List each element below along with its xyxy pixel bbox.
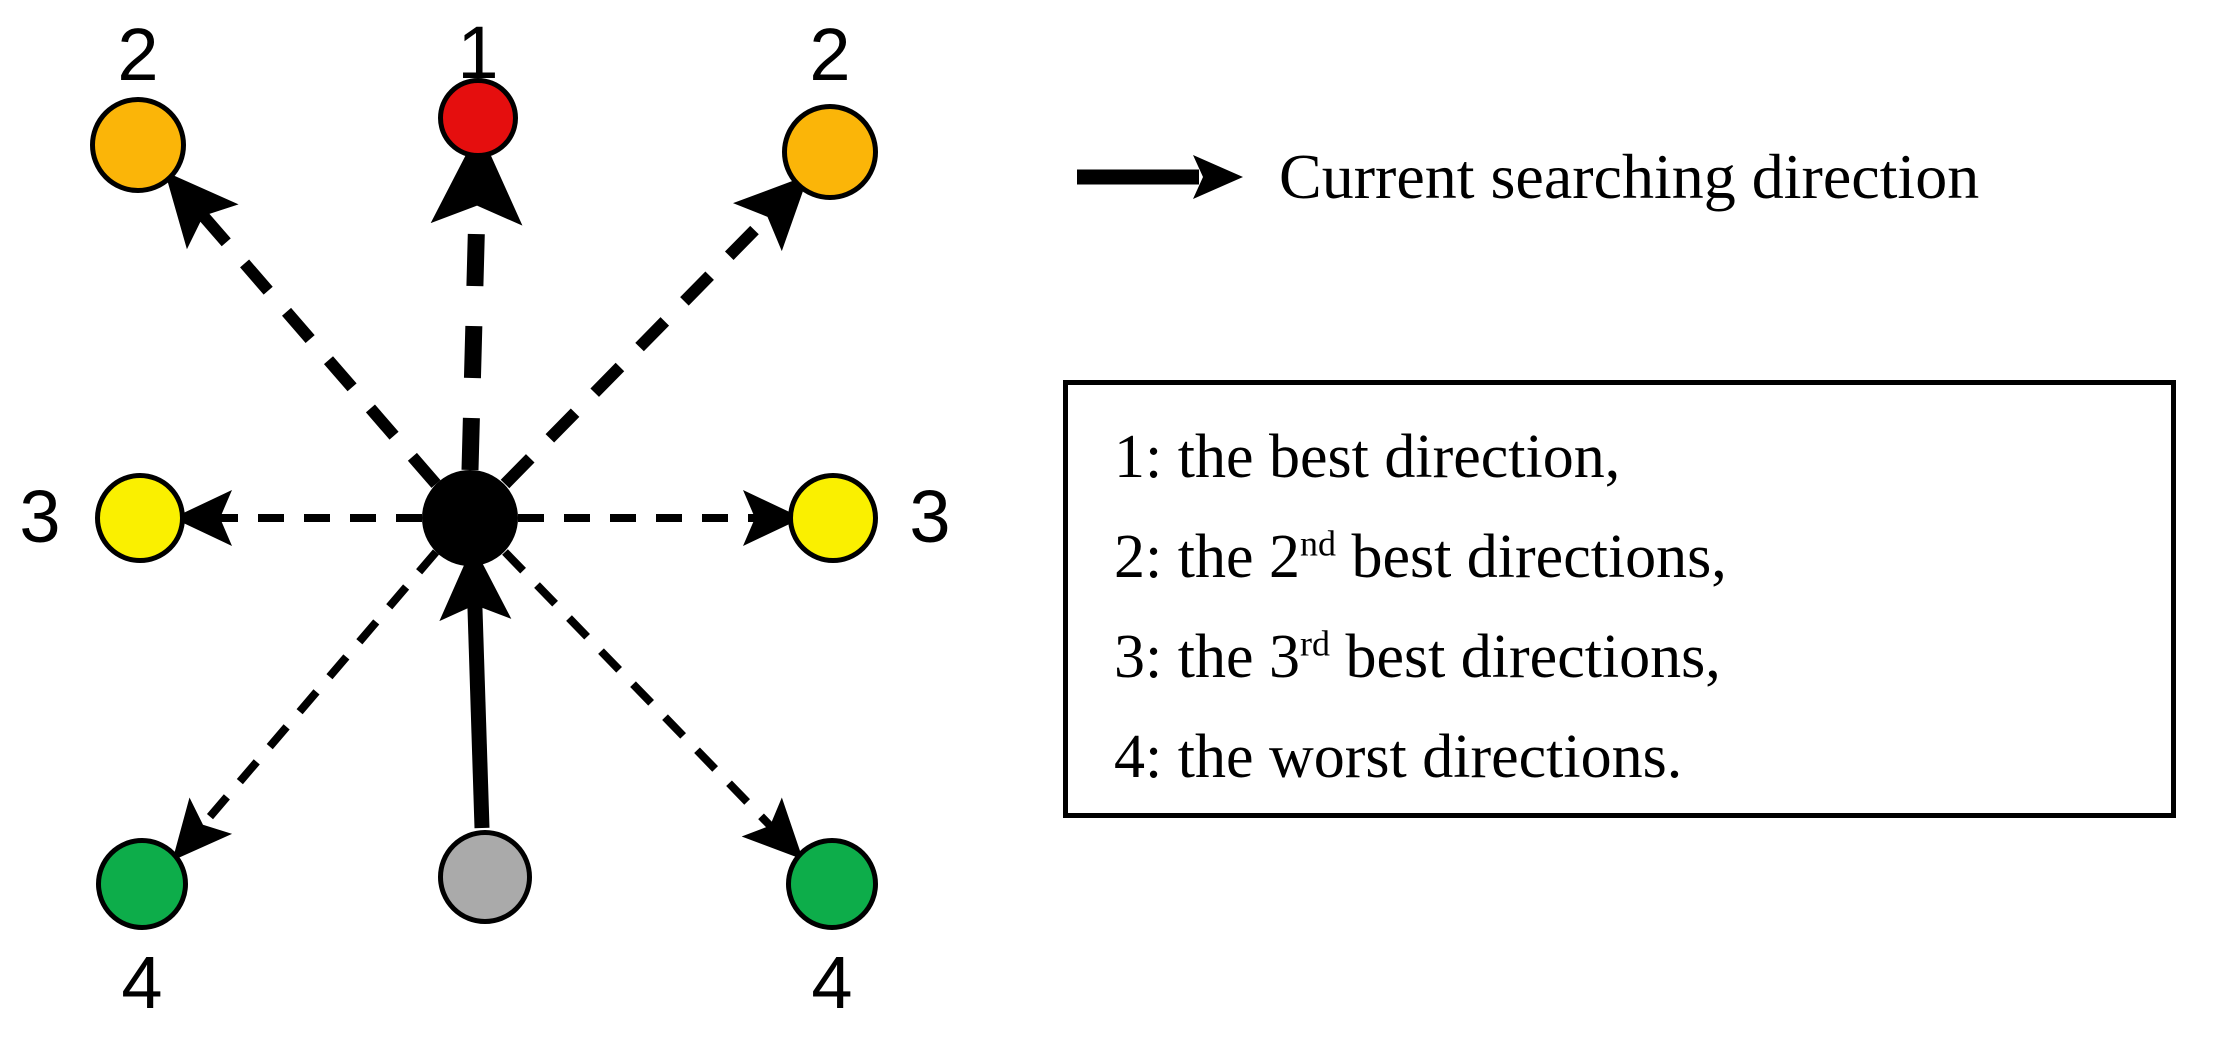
node-direction-up-right[interactable] [782,104,878,200]
rank-label-up-left: 2 [117,13,159,96]
node-direction-right[interactable] [788,473,878,563]
node-direction-down-left[interactable] [96,838,188,930]
ranking-item-4-text: 4: the worst directions. [1114,723,1683,791]
rank-label-down-right: 4 [811,941,853,1024]
node-direction-up-left[interactable] [90,97,186,193]
ranking-legend-item-2: 2: the 2nd best directions, [1114,507,2161,607]
edge-down-right-worst [502,549,803,860]
ranking-legend-box: 1: the best direction, 2: the 2nd best d… [1063,380,2176,818]
ranking-item-1-text: 1: the best direction, [1114,423,1621,491]
ranking-item-3-suffix: best directions, [1329,623,1721,691]
diagram-edges [164,129,809,861]
ranking-legend-item-1: 1: the best direction, [1114,407,2161,507]
edge-up-best [430,129,523,471]
rank-label-up-right: 2 [809,13,851,96]
legend-panel: Current searching direction 1: the best … [1050,0,2222,1051]
ranking-item-2-suffix: best directions, [1335,523,1727,591]
rank-label-left: 3 [19,475,61,558]
node-direction-down-right[interactable] [786,838,878,930]
ranking-legend-item-4: 4: the worst directions. [1114,707,2161,807]
edge-current-searching-direction [439,545,512,829]
ranking-legend-item-3: 3: the 3rd best directions, [1114,607,2161,707]
rank-label-down-left: 4 [121,941,163,1024]
direction-ranking-diagram: 1 2 2 3 3 4 4 [0,0,1010,1051]
node-direction-up[interactable] [438,78,518,158]
node-direction-left[interactable] [95,473,185,563]
ranking-item-3-prefix: 3: the 3 [1114,623,1300,691]
node-previous-position[interactable] [438,830,532,924]
current-direction-legend-row: Current searching direction [1075,140,1979,214]
ranking-legend-list: 1: the best direction, 2: the 2nd best d… [1114,407,2161,807]
edge-down-left-worst [172,549,440,861]
node-current-position[interactable] [422,470,518,566]
rank-label-right: 3 [909,475,951,558]
rank-label-up: 1 [457,11,499,94]
ranking-item-2-ordinal-suffix: nd [1299,523,1336,564]
current-direction-legend-label: Current searching direction [1279,141,1980,212]
edge-up-right-second [500,174,809,489]
solid-arrow-icon [1077,155,1243,199]
edge-up-left-second [164,171,441,488]
ranking-item-3-ordinal-suffix: rd [1299,623,1330,664]
ranking-item-2-prefix: 2: the 2 [1114,523,1300,591]
